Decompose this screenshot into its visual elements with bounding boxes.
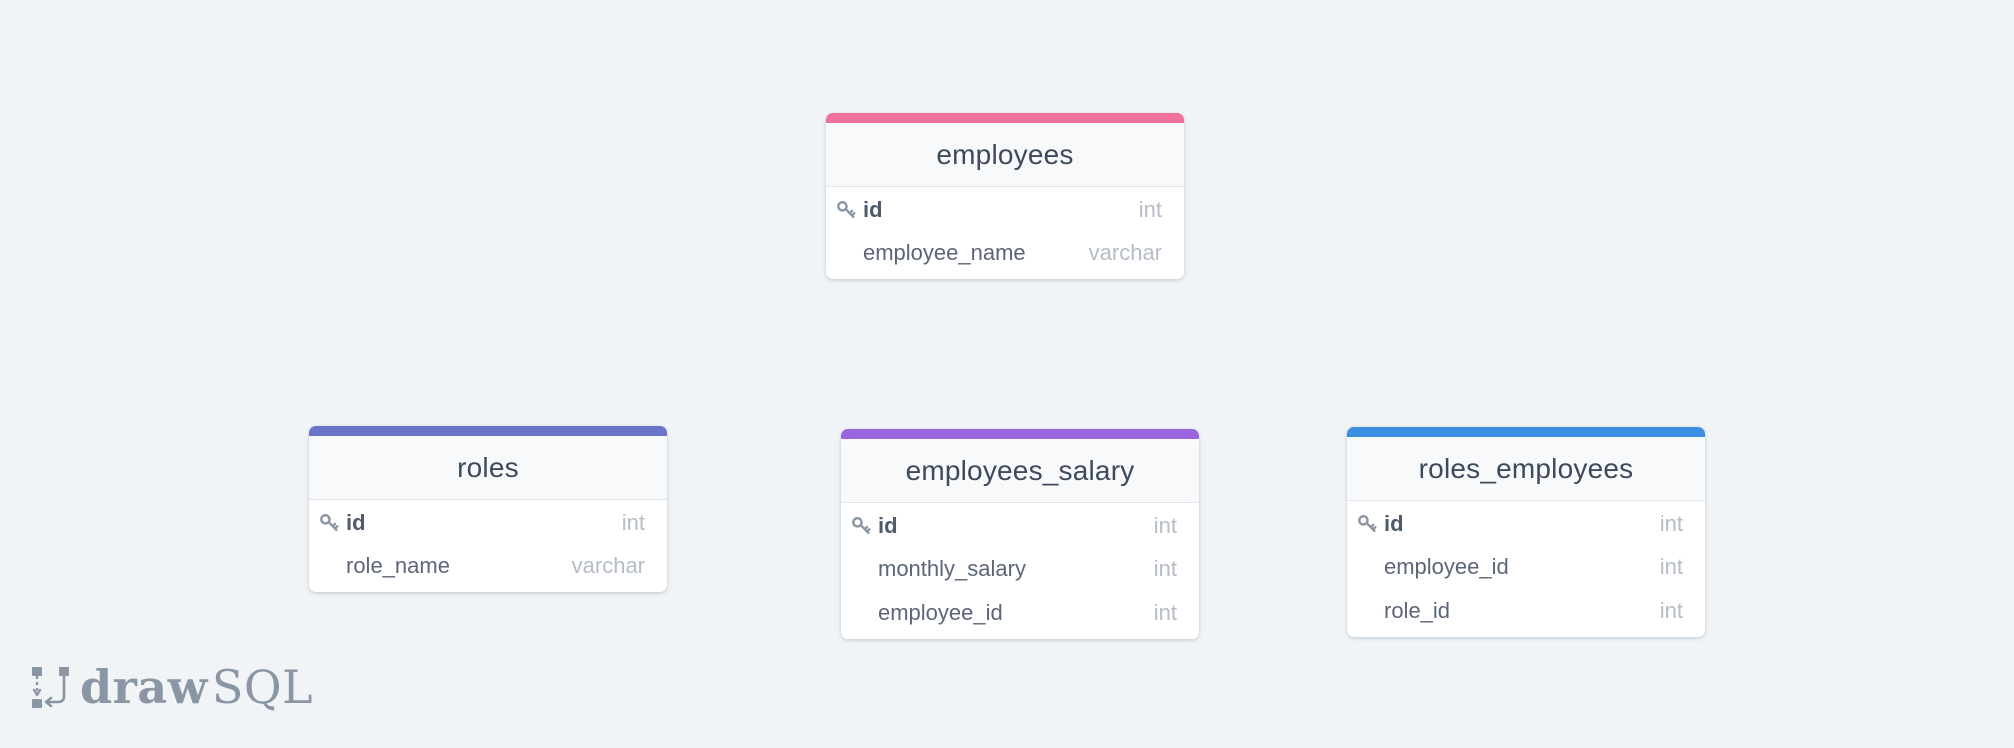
- table-header[interactable]: employees: [826, 123, 1184, 187]
- column-icon-slot: [851, 558, 878, 580]
- column-type: int: [1138, 196, 1162, 222]
- table-employees-salary[interactable]: employees_salary id int monthly_salary i…: [841, 429, 1199, 639]
- column-icon-slot: [1357, 556, 1384, 578]
- table-accent-bar: [841, 429, 1199, 439]
- column-row[interactable]: id int: [841, 504, 1199, 548]
- column-type: int: [1659, 510, 1683, 536]
- column-type: int: [1153, 599, 1177, 625]
- column-icon-slot: [319, 555, 346, 577]
- column-name: employee_name: [863, 240, 1026, 266]
- table-header[interactable]: employees_salary: [841, 439, 1199, 503]
- table-header[interactable]: roles: [309, 436, 667, 500]
- column-name: employee_id: [1384, 554, 1509, 580]
- column-row[interactable]: monthly_salary int: [841, 548, 1199, 592]
- key-icon: [319, 512, 346, 534]
- column-name: monthly_salary: [878, 556, 1026, 582]
- column-row[interactable]: role_name varchar: [309, 545, 667, 589]
- column-name: id: [1384, 510, 1404, 536]
- drawsql-logo: draw SQL: [30, 660, 313, 714]
- table-roles-employees[interactable]: roles_employees id int employee_id int r…: [1347, 427, 1705, 637]
- logo-text-sql: SQL: [211, 660, 314, 714]
- column-name: role_name: [346, 553, 450, 579]
- drawsql-logo-icon: [32, 667, 69, 708]
- column-type: int: [1153, 556, 1177, 582]
- column-row[interactable]: id int: [826, 188, 1184, 232]
- column-name: id: [878, 512, 898, 538]
- table-title: employees_salary: [905, 454, 1135, 486]
- table-roles[interactable]: roles id int role_name varchar: [309, 426, 667, 592]
- column-name: role_id: [1384, 597, 1451, 623]
- column-row[interactable]: role_id int: [1347, 589, 1705, 633]
- column-type: varchar: [1088, 240, 1162, 266]
- column-list: id int employee_name varchar: [826, 187, 1184, 279]
- key-icon: [1357, 513, 1384, 535]
- table-title: employees: [936, 138, 1074, 170]
- column-type: int: [1659, 597, 1683, 623]
- column-type: varchar: [571, 553, 645, 579]
- column-list: id int monthly_salary int employee_id in…: [841, 503, 1199, 639]
- column-row[interactable]: employee_id int: [841, 591, 1199, 635]
- column-name: employee_id: [878, 599, 1003, 625]
- column-row[interactable]: employee_id int: [1347, 546, 1705, 590]
- table-accent-bar: [309, 426, 667, 436]
- column-type: int: [621, 509, 645, 535]
- column-type: int: [1153, 512, 1177, 538]
- table-title: roles: [457, 451, 519, 483]
- column-icon-slot: [851, 602, 878, 624]
- column-row[interactable]: employee_name varchar: [826, 232, 1184, 276]
- column-row[interactable]: id int: [309, 501, 667, 545]
- column-icon-slot: [1357, 600, 1384, 622]
- key-icon: [851, 515, 878, 537]
- column-name: id: [346, 509, 366, 535]
- column-type: int: [1659, 554, 1683, 580]
- table-accent-bar: [1347, 427, 1705, 437]
- column-name: id: [863, 196, 883, 222]
- column-icon-slot: [836, 242, 863, 264]
- column-list: id int employee_id int role_id int: [1347, 501, 1705, 637]
- column-list: id int role_name varchar: [309, 500, 667, 592]
- table-header[interactable]: roles_employees: [1347, 437, 1705, 501]
- table-employees[interactable]: employees id int employee_name varchar: [826, 113, 1184, 279]
- table-accent-bar: [826, 113, 1184, 123]
- table-title: roles_employees: [1418, 452, 1634, 484]
- key-icon: [836, 199, 863, 221]
- column-row[interactable]: id int: [1347, 502, 1705, 546]
- logo-text-draw: draw: [80, 660, 208, 714]
